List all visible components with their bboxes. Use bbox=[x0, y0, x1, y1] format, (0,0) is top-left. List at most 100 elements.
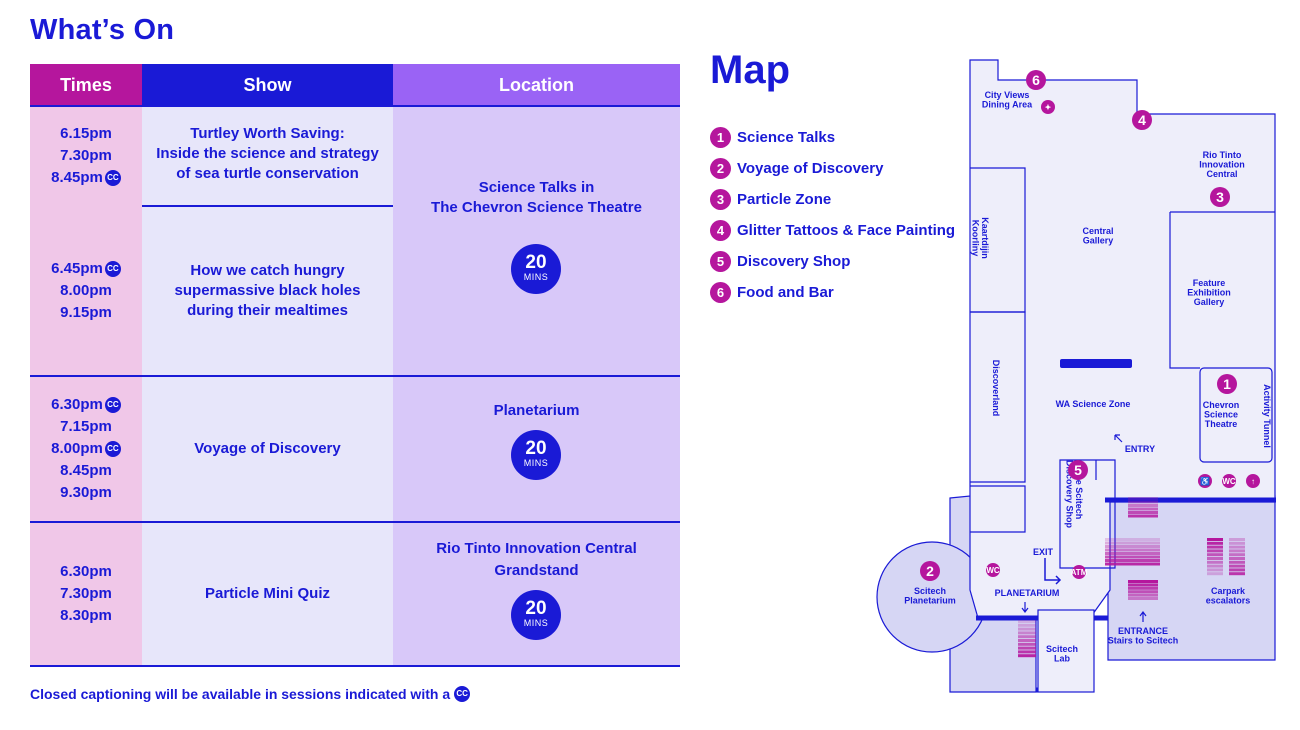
shop-room bbox=[1059, 459, 1116, 569]
stair-step bbox=[1018, 646, 1036, 650]
area-label-wa-science-zone: WA Science Zone bbox=[1056, 399, 1131, 409]
area-label-exit: EXIT bbox=[1033, 547, 1054, 557]
location-number-marker bbox=[920, 561, 940, 581]
escalator-step bbox=[1207, 545, 1223, 549]
escalator-step bbox=[1229, 538, 1245, 541]
escalator-step bbox=[1207, 541, 1223, 545]
legend-number: 3 bbox=[710, 189, 731, 210]
session-time: 7.30pm bbox=[30, 583, 142, 605]
time-text: 6.45pm bbox=[51, 260, 103, 277]
times-header: Times bbox=[30, 64, 142, 106]
legend-label: Voyage of Discovery bbox=[737, 160, 884, 177]
location-line: Planetarium bbox=[493, 402, 580, 419]
escalator-step bbox=[1229, 572, 1245, 576]
dining-icon-glyph: ✦ bbox=[1045, 103, 1052, 112]
stair-step bbox=[1105, 545, 1160, 548]
legend-number: 1 bbox=[710, 127, 731, 148]
session-time: 9.30pm bbox=[30, 482, 142, 504]
escalator-step bbox=[1207, 560, 1223, 564]
row-divider bbox=[30, 105, 680, 107]
legend-number: 6 bbox=[710, 282, 731, 303]
row-divider bbox=[30, 665, 680, 667]
footer-note: Closed captioning will be available in s… bbox=[30, 686, 471, 702]
duration-value: 20 bbox=[525, 438, 547, 459]
stair-step bbox=[1128, 593, 1158, 597]
stair-step bbox=[1018, 650, 1036, 654]
stair-step bbox=[1128, 500, 1158, 504]
area-label-activity-tunnel: Activity Tunnel bbox=[1262, 384, 1272, 448]
area-label-kaartdijin: KaartdijinKoorliny bbox=[971, 217, 990, 259]
stair-step bbox=[1128, 597, 1158, 600]
show-title-line: during their mealtimes bbox=[187, 302, 348, 319]
escalator-step bbox=[1229, 557, 1245, 560]
accessible-icon bbox=[1198, 474, 1212, 488]
location-number: 4 bbox=[1138, 112, 1146, 128]
toilet-icon bbox=[1222, 474, 1236, 488]
show-title-line: Turtley Worth Saving: bbox=[190, 125, 345, 142]
time-text: 6.30pm bbox=[60, 563, 112, 580]
session-time: 6.30pm bbox=[30, 561, 142, 583]
location-line: The Chevron Science Theatre bbox=[431, 199, 642, 216]
time-text: 9.15pm bbox=[60, 304, 112, 321]
location-number: 5 bbox=[1074, 462, 1082, 478]
cc-icon: CC bbox=[104, 261, 121, 277]
stair-step bbox=[1105, 559, 1160, 562]
session-time: 8.30pm bbox=[30, 605, 142, 627]
footer-text: Closed captioning will be available in s… bbox=[30, 686, 451, 702]
escalator-step bbox=[1207, 553, 1223, 557]
exit-arrow bbox=[1044, 558, 1060, 581]
session-time: 6.15pm bbox=[30, 123, 142, 145]
location-number-marker bbox=[1068, 460, 1088, 480]
duration-value: 20 bbox=[525, 252, 547, 273]
location-number-marker bbox=[1210, 187, 1230, 207]
area-label-discovery-shop: The ScitechDiscovery Shop bbox=[1065, 460, 1084, 529]
legend-label: Science Talks bbox=[737, 129, 836, 146]
stair-step bbox=[1018, 631, 1036, 635]
escalator-step bbox=[1229, 549, 1245, 553]
stair-step bbox=[1105, 541, 1160, 545]
show-title-line: How we catch hungry bbox=[190, 262, 345, 279]
stair-step bbox=[1128, 583, 1158, 587]
time-text: 8.00pm bbox=[60, 282, 112, 299]
time-text: 6.15pm bbox=[60, 125, 112, 142]
cc-icon: CC bbox=[104, 441, 121, 457]
show-column bbox=[142, 64, 393, 666]
time-text: 6.30pm bbox=[51, 396, 103, 413]
location-number: 6 bbox=[1032, 72, 1040, 88]
area-label-planetarium: PLANETARIUM bbox=[995, 588, 1060, 598]
exit-arrow bbox=[1055, 575, 1062, 585]
location-line: Rio Tinto Innovation Central bbox=[436, 540, 637, 557]
show-title-line: Inside the science and strategy bbox=[156, 145, 379, 162]
stair-step bbox=[1105, 548, 1160, 552]
dining-icon bbox=[1041, 100, 1055, 114]
show-title-line: Particle Mini Quiz bbox=[204, 585, 331, 602]
legend-label: Food and Bar bbox=[737, 284, 834, 301]
legend-number: 5 bbox=[710, 251, 731, 272]
cc-icon: CC bbox=[104, 170, 121, 186]
stair-step bbox=[1128, 511, 1158, 514]
wall bbox=[1169, 212, 1200, 369]
session-time: 7.30pm bbox=[30, 145, 142, 167]
escalator-step bbox=[1229, 545, 1245, 549]
stair-step bbox=[1018, 620, 1036, 623]
escalator-step bbox=[1207, 538, 1223, 541]
location-name: Planetarium bbox=[393, 401, 680, 421]
legend-label: Glitter Tattoos & Face Painting bbox=[737, 222, 956, 239]
row-divider bbox=[142, 205, 393, 207]
location-column bbox=[393, 64, 680, 666]
row-divider bbox=[30, 375, 680, 377]
location-number-marker bbox=[1217, 374, 1237, 394]
lift-icon bbox=[1246, 474, 1260, 488]
